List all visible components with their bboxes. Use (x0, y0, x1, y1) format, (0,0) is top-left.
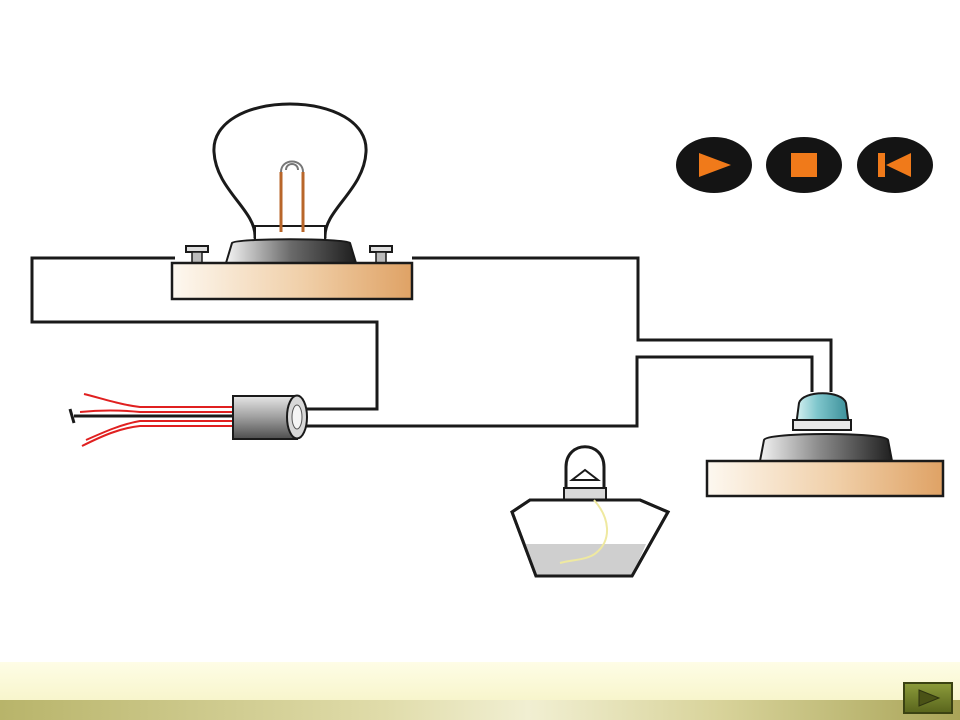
alcohol-burner (510, 445, 671, 578)
insulator-holder (758, 433, 894, 462)
bulb-socket (224, 238, 358, 264)
next-arrow-icon (918, 689, 941, 707)
terminal-screw-right (369, 245, 393, 264)
burner-liquid (524, 544, 646, 576)
footer-bar (0, 700, 960, 720)
stop-icon (791, 153, 817, 177)
skip-back-icon (878, 153, 911, 177)
wire-junction (68, 393, 308, 447)
terminal-screw-left (185, 245, 209, 264)
stop-button[interactable] (766, 137, 842, 193)
bulb-wooden-base (170, 261, 414, 301)
wire-left-loop (30, 256, 379, 411)
filament (280, 160, 304, 173)
play-button[interactable] (676, 137, 752, 193)
insulator-glass (794, 392, 851, 427)
burner-wick (559, 499, 609, 564)
glass-insulator (705, 392, 945, 498)
wire-right-lower (305, 355, 814, 428)
lead-wires-red (79, 393, 234, 447)
wire-right-upper (412, 256, 833, 392)
bulb-glass (212, 102, 368, 239)
light-bulb (170, 102, 414, 301)
circuit-wires (30, 256, 833, 428)
rewind-button[interactable] (857, 137, 933, 193)
next-slide-button[interactable] (903, 682, 953, 714)
play-icon (699, 153, 731, 177)
insulator-wooden-base (705, 459, 945, 498)
footer-band (0, 662, 960, 700)
burner-neck (563, 487, 607, 501)
